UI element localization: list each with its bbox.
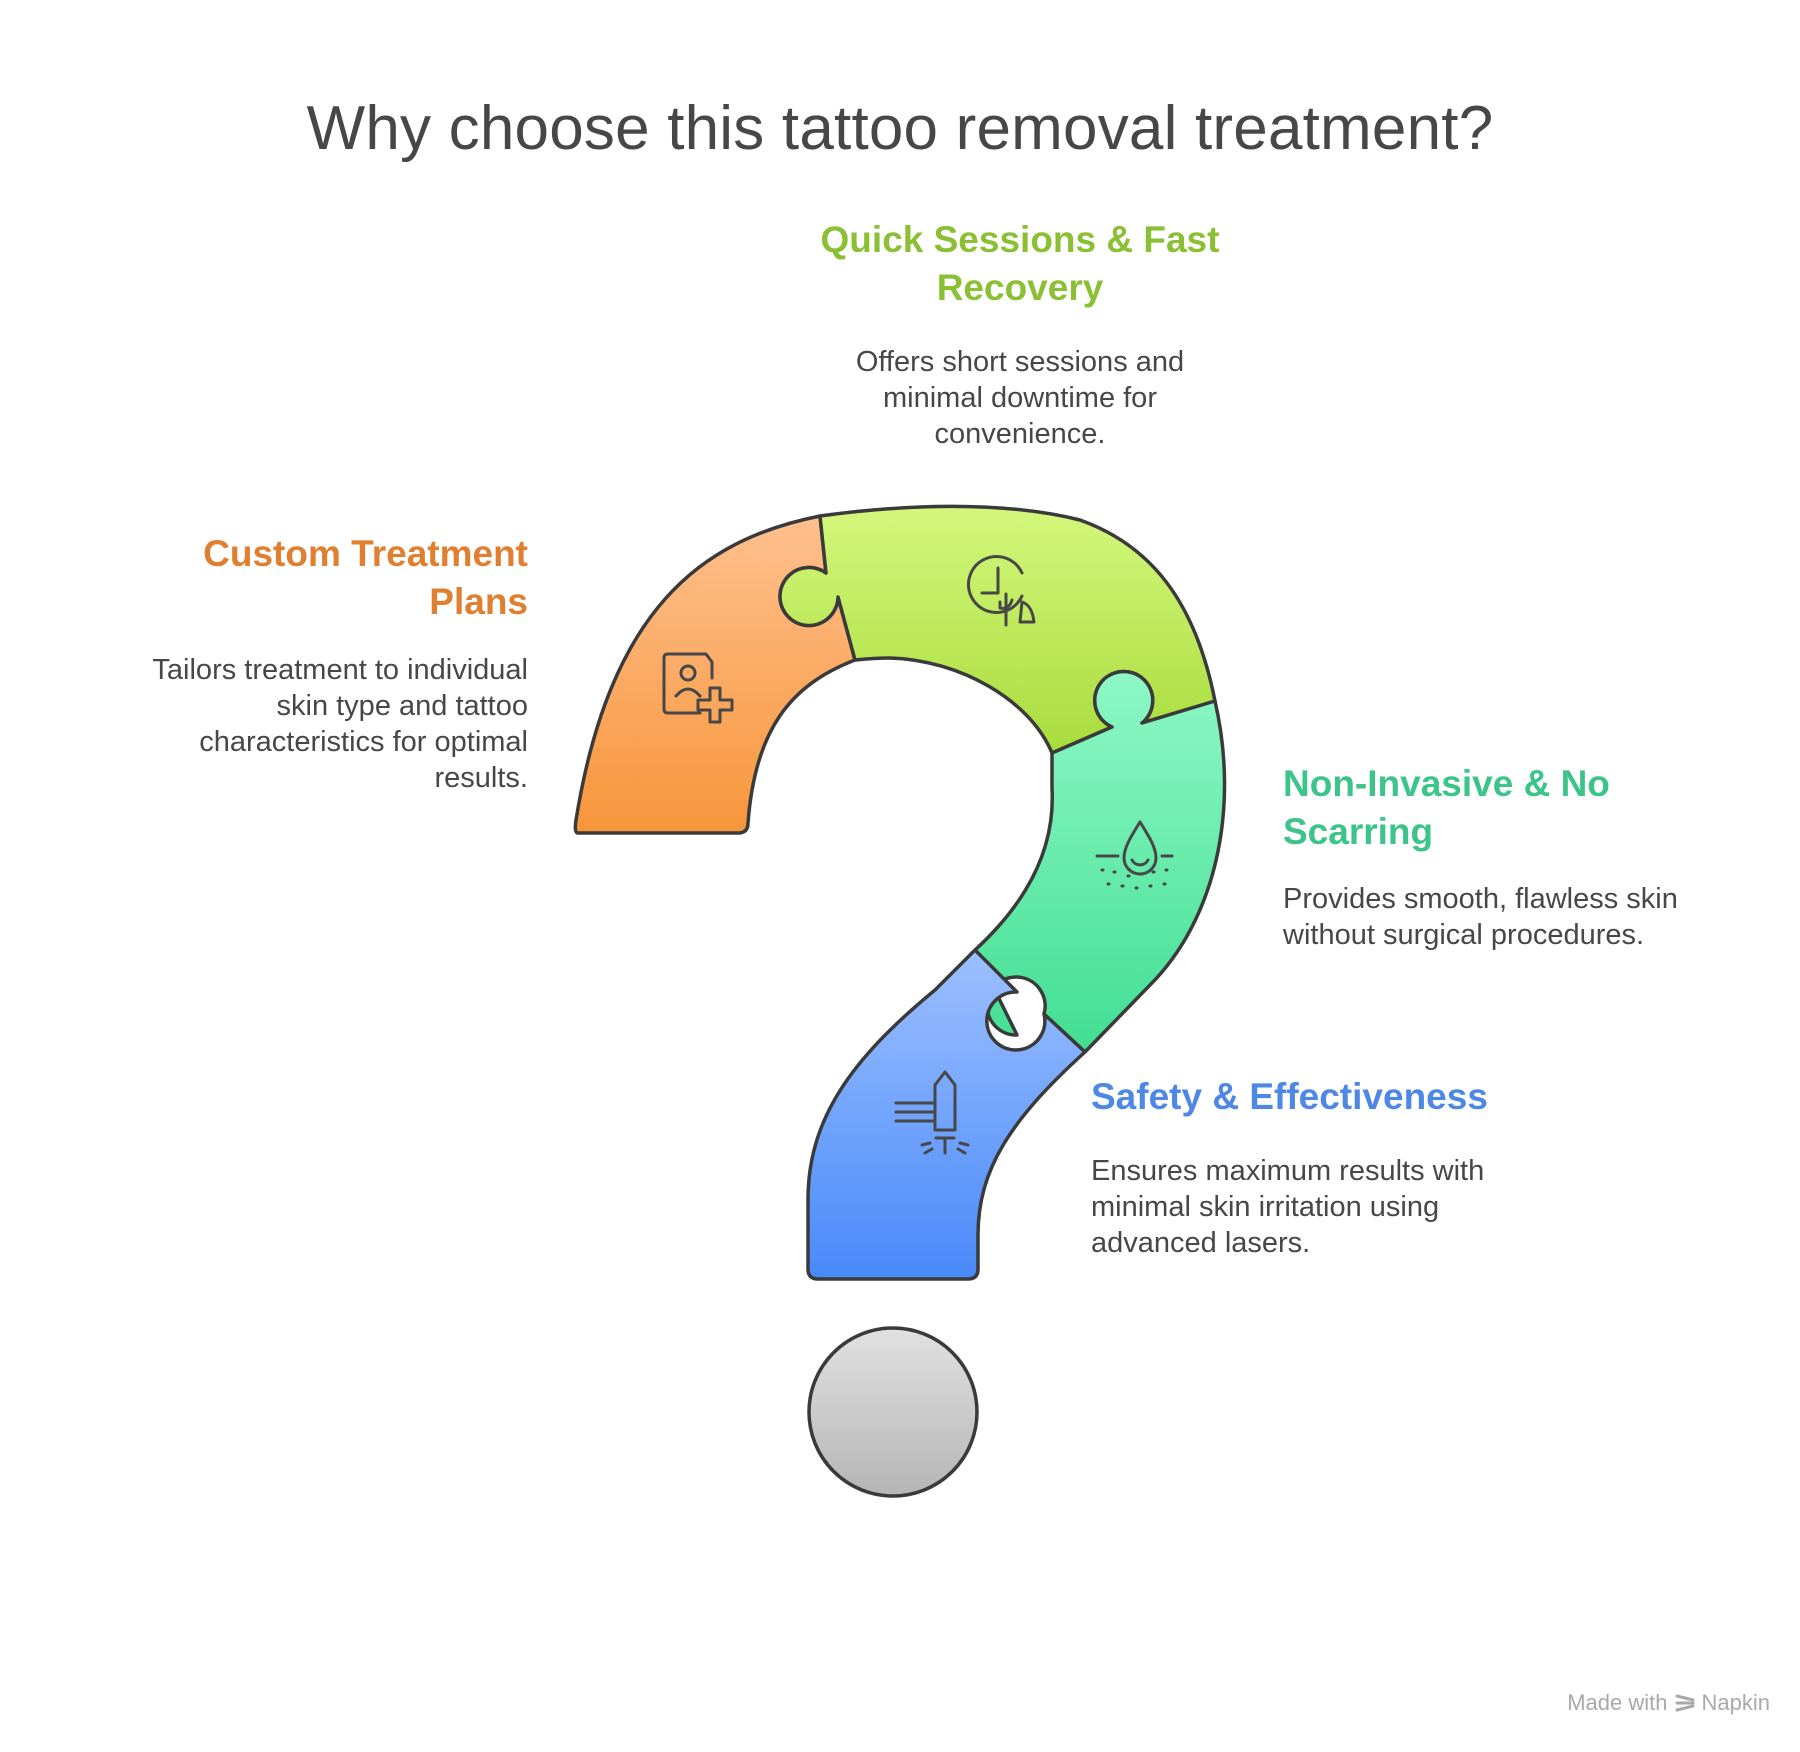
- desc-custom-line: results.: [434, 762, 528, 794]
- desc-quick-line: Offers short sessions and: [855, 346, 1185, 378]
- napkin-logo-icon: [1675, 1694, 1695, 1712]
- desc-custom-line: characteristics for optimal: [199, 726, 528, 758]
- heading-quick: Quick Sessions & Fast Recovery: [620, 216, 1420, 312]
- heading-custom: Custom Treatment Plans: [40, 530, 528, 626]
- heading-custom-line2: Plans: [429, 581, 528, 622]
- heading-noninvasive: Non-Invasive & No Scarring: [1283, 760, 1763, 856]
- made-with-credit[interactable]: Made with Napkin: [1567, 1690, 1770, 1716]
- desc-custom-line: skin type and tattoo: [276, 690, 529, 722]
- heading-safety: Safety & Effectiveness: [1091, 1073, 1691, 1121]
- clock-massage-icon: [967, 555, 1036, 627]
- desc-quick-line: minimal downtime for: [883, 382, 1157, 414]
- desc-safety-line: Ensures maximum results with: [1091, 1155, 1485, 1187]
- desc-quick-line: convenience.: [934, 418, 1106, 450]
- credit-brand: Napkin: [1701, 1690, 1770, 1715]
- heading-safety-line1: Safety & Effectiveness: [1091, 1076, 1488, 1117]
- heading-quick-line1: Quick Sessions & Fast: [820, 219, 1220, 260]
- desc-quick: Offers short sessions and minimal downti…: [720, 344, 1320, 452]
- desc-custom-line: Tailors treatment to individual: [152, 654, 528, 686]
- heading-noninvasive-line1: Non-Invasive & No: [1283, 763, 1610, 804]
- piece-noninvasive: [973, 669, 1227, 1054]
- patient-record-plus-icon: [662, 652, 734, 724]
- desc-noninvasive: Provides smooth, flawless skin without s…: [1283, 881, 1783, 953]
- desc-safety-line: minimal skin irritation using: [1091, 1191, 1440, 1223]
- desc-noninvasive-line: Provides smooth, flawless skin: [1283, 883, 1678, 915]
- desc-safety-line: advanced lasers.: [1091, 1227, 1311, 1259]
- credit-text: Made with: [1567, 1690, 1668, 1715]
- page-title: Why choose this tattoo removal treatment…: [306, 94, 1494, 163]
- heading-custom-line1: Custom Treatment: [203, 533, 528, 574]
- piece-safety: [806, 948, 1087, 1281]
- desc-custom: Tailors treatment to individual skin typ…: [40, 652, 528, 796]
- desc-safety: Ensures maximum results with minimal ski…: [1091, 1153, 1591, 1261]
- skin-drop-icon: [1095, 820, 1174, 890]
- heading-noninvasive-line2: Scarring: [1283, 811, 1434, 852]
- piece-custom: [573, 514, 857, 835]
- question-dot: [807, 1326, 979, 1498]
- desc-noninvasive-line: without surgical procedures.: [1283, 919, 1645, 951]
- heading-quick-line2: Recovery: [936, 267, 1104, 308]
- laser-device-icon: [894, 1070, 970, 1155]
